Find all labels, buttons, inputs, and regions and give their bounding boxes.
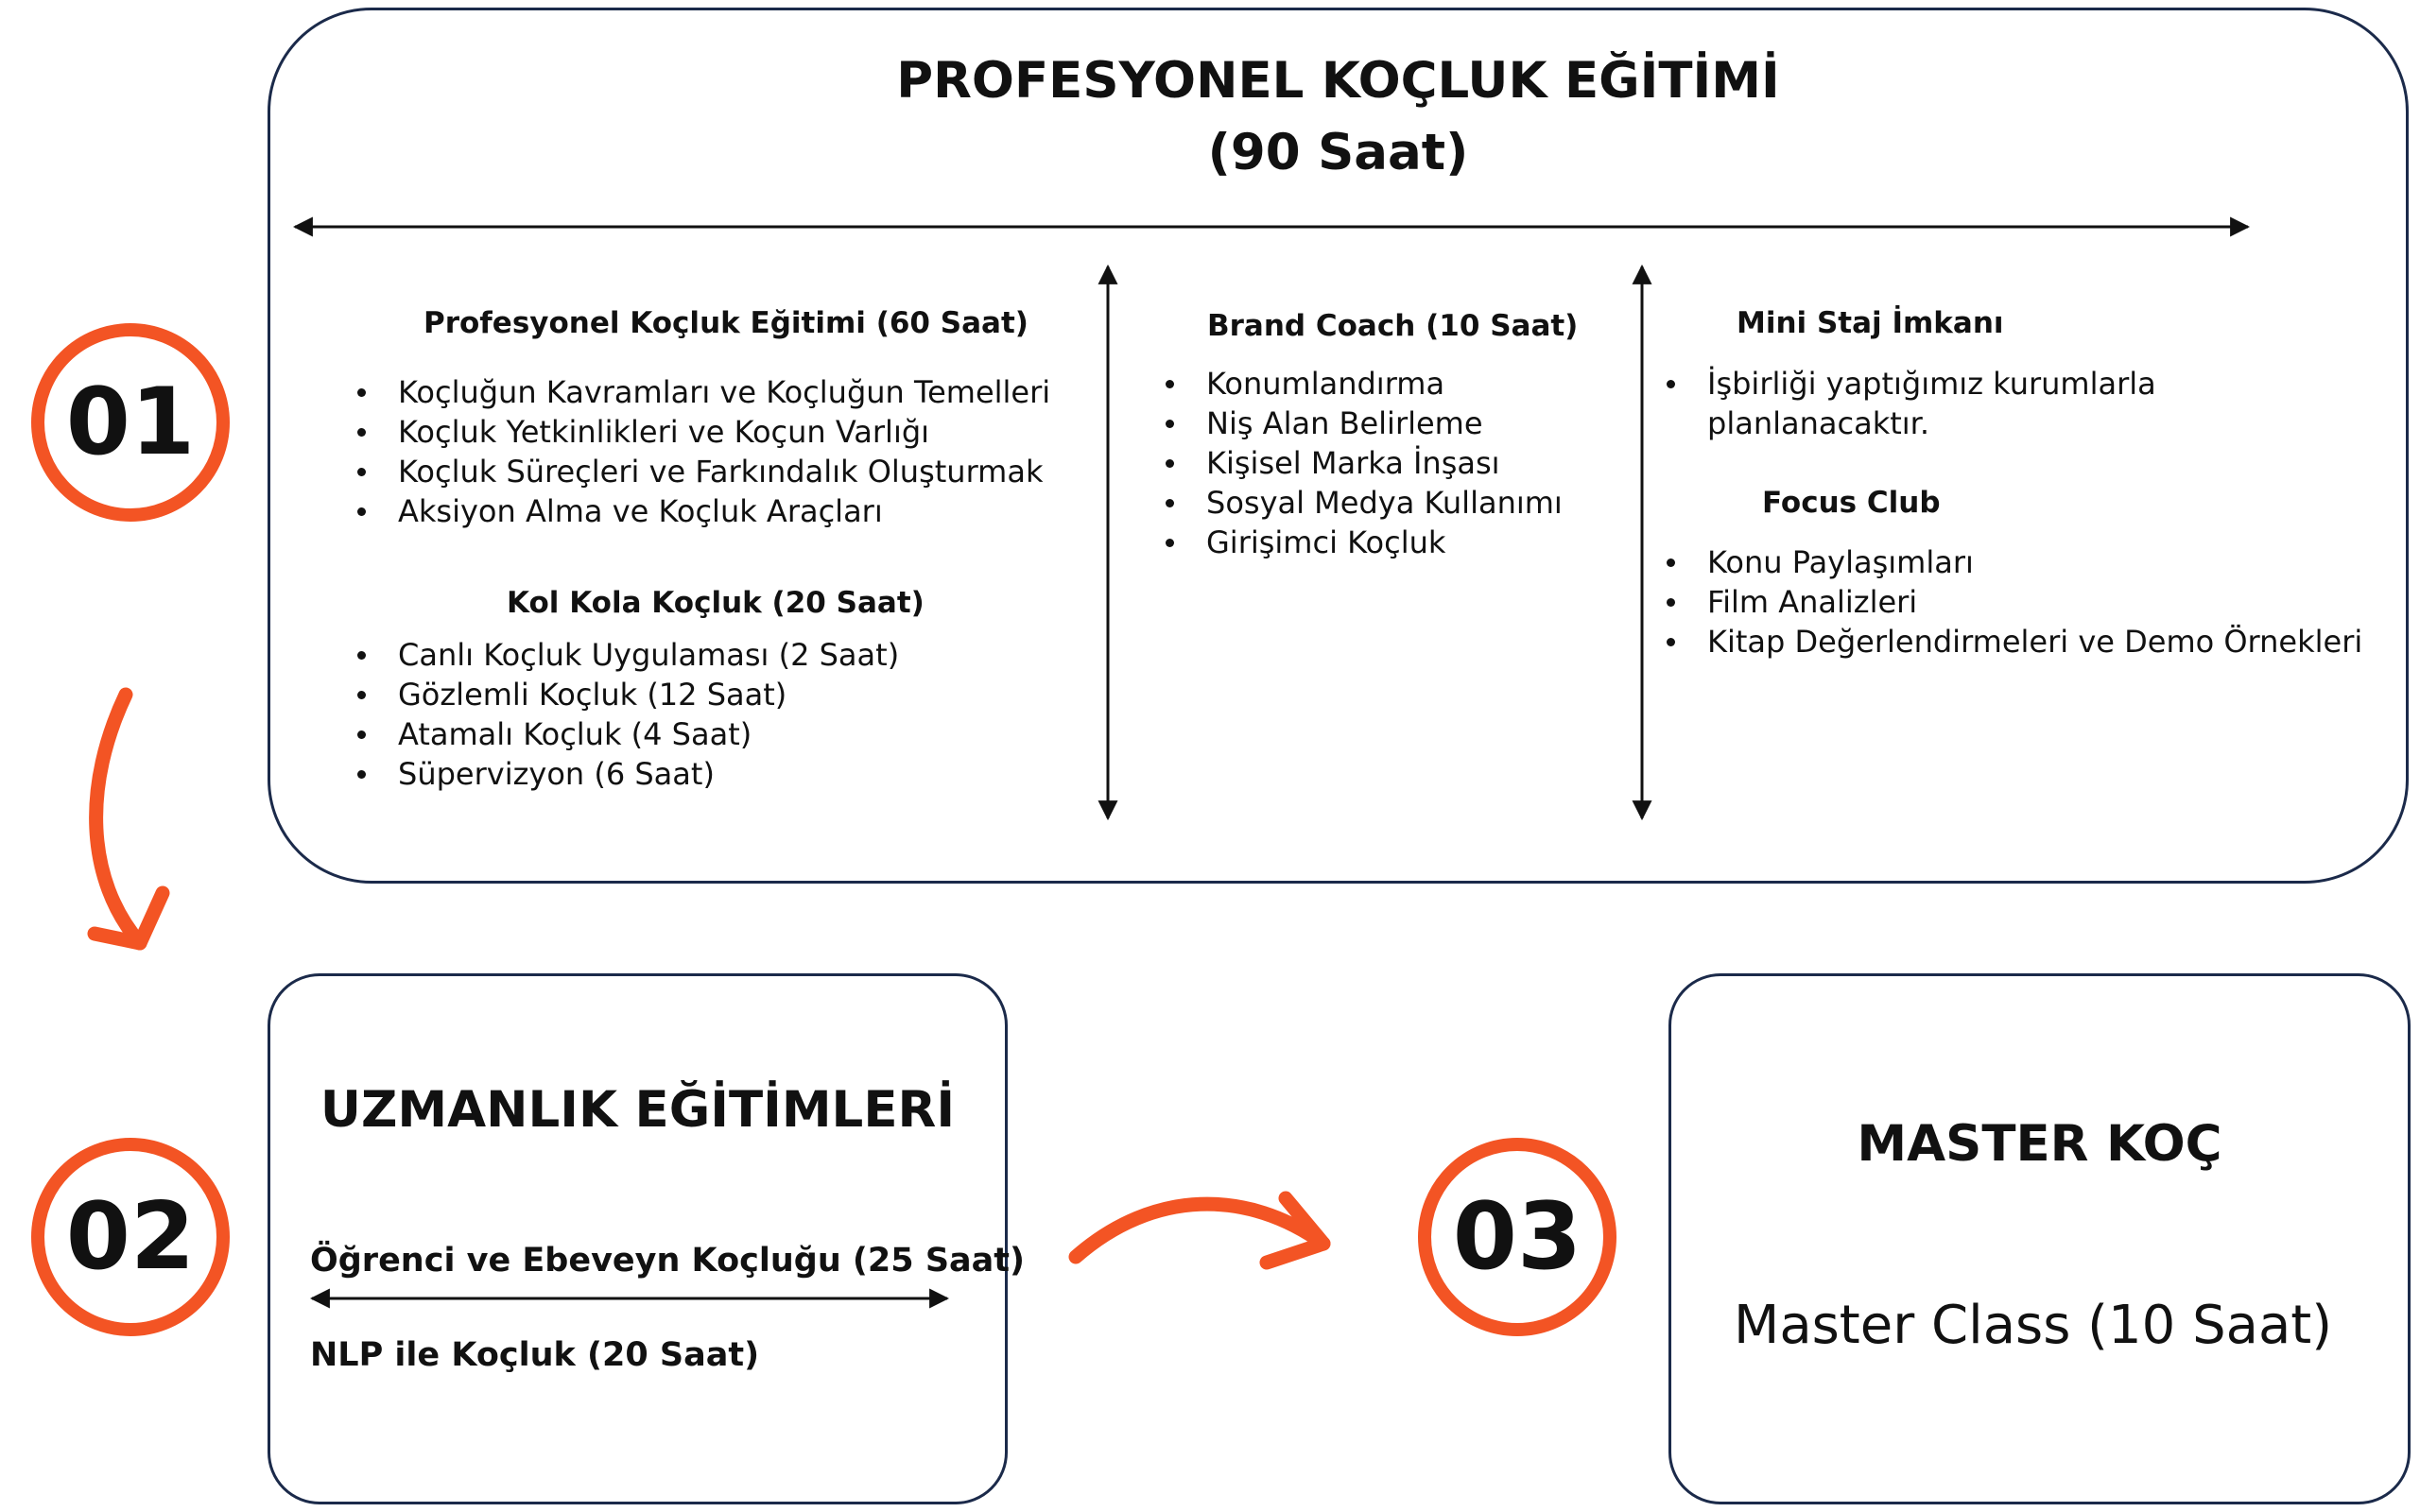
curved-arrow-right-icon xyxy=(1068,1196,1331,1264)
list-item: Gözlemli Koçluk (12 Saat) xyxy=(357,675,899,714)
list-item: Kişisel Marka İnşası xyxy=(1166,443,1563,483)
col1-list: Koçluğun Kavramları ve Koçluğun Temeller… xyxy=(357,372,1050,531)
specialization-item-1: Öğrenci ve Ebeveyn Koçluğu (25 Saat) xyxy=(310,1242,1025,1280)
main-title: PROFESYONEL KOÇLUK EĞİTİMİ xyxy=(896,52,1780,110)
list-item: Niş Alan Belirleme xyxy=(1166,404,1563,443)
list-item: Konumlandırma xyxy=(1166,364,1563,404)
col1-subheading: Kol Kola Koçluk (20 Saat) xyxy=(507,586,925,620)
specialization-box xyxy=(268,973,1008,1504)
col3-subheading: Focus Club xyxy=(1762,486,1941,520)
master-class-item: Master Class (10 Saat) xyxy=(1734,1295,2333,1356)
list-item: Kitap Değerlendirmeleri ve Demo Örnekler… xyxy=(1667,622,2362,662)
list-item: Film Analizleri xyxy=(1667,582,2362,622)
list-item: Konu Paylaşımları xyxy=(1667,542,2362,582)
step-number-03: 03 xyxy=(1418,1138,1616,1336)
col2-list: Konumlandırma Niş Alan Belirleme Kişisel… xyxy=(1166,364,1563,562)
col1-heading: Profesyonel Koçluk Eğitimi (60 Saat) xyxy=(424,306,1028,340)
list-item: Koçluk Süreçleri ve Farkındalık Oluşturm… xyxy=(357,452,1050,491)
list-item: Sosyal Medya Kullanımı xyxy=(1166,483,1563,523)
col3-list: İşbirliği yaptığımız kurumlarla planlana… xyxy=(1667,364,2199,443)
step-number-01: 01 xyxy=(31,323,230,522)
curved-arrow-down-icon xyxy=(89,687,147,951)
list-item: Girişimci Koçluk xyxy=(1166,523,1563,562)
col2-heading: Brand Coach (10 Saat) xyxy=(1207,309,1579,343)
list-item: Koçluk Yetkinlikleri ve Koçun Varlığı xyxy=(357,412,1050,452)
list-item: Koçluğun Kavramları ve Koçluğun Temeller… xyxy=(357,372,1050,412)
list-item: Süpervizyon (6 Saat) xyxy=(357,754,899,794)
col1-sublist: Canlı Koçluk Uygulaması (2 Saat) Gözleml… xyxy=(357,635,899,794)
master-coach-box xyxy=(1668,973,2411,1504)
list-item: Atamalı Koçluk (4 Saat) xyxy=(357,714,899,754)
master-coach-title: MASTER KOÇ xyxy=(1857,1115,2222,1173)
main-title-hours: (90 Saat) xyxy=(1207,124,1469,181)
col3-sublist: Konu Paylaşımları Film Analizleri Kitap … xyxy=(1667,542,2362,662)
col3-heading: Mini Staj İmkanı xyxy=(1737,306,2004,340)
step-number-02: 02 xyxy=(31,1138,230,1336)
list-item: İşbirliği yaptığımız kurumlarla planlana… xyxy=(1667,364,2199,443)
specialization-item-2: NLP ile Koçluk (20 Saat) xyxy=(310,1336,760,1374)
list-item: Aksiyon Alma ve Koçluk Araçları xyxy=(357,491,1050,531)
list-item: Canlı Koçluk Uygulaması (2 Saat) xyxy=(357,635,899,675)
specialization-title: UZMANLIK EĞİTİMLERİ xyxy=(320,1081,956,1139)
professional-coaching-box xyxy=(268,8,2409,884)
